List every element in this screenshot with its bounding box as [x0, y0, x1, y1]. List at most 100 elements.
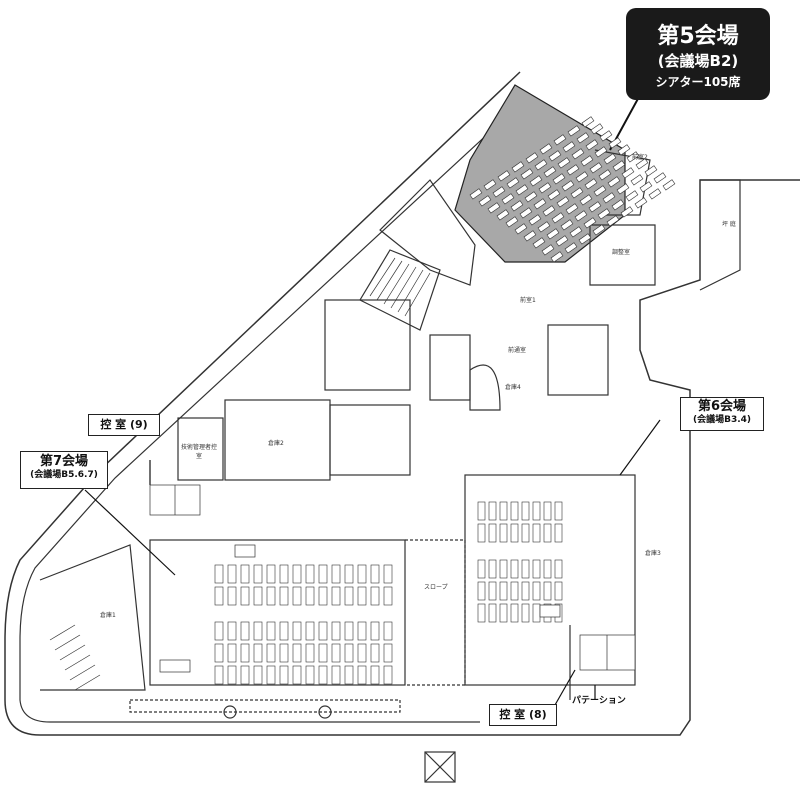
seat: [383, 665, 393, 685]
seat: [635, 158, 649, 170]
seat: [331, 643, 341, 663]
seat: [279, 564, 289, 584]
seat: [266, 564, 276, 584]
seat: [571, 148, 585, 160]
seat: [227, 564, 237, 584]
seat: [227, 643, 237, 663]
seat: [546, 228, 560, 240]
seat: [597, 208, 611, 220]
partition-label: パテーション: [572, 696, 626, 706]
seat: [524, 191, 538, 203]
seat: [292, 643, 302, 663]
seat: [520, 168, 534, 180]
seat: [543, 581, 552, 601]
slope-label: スロープ: [424, 584, 448, 591]
seat: [529, 175, 543, 187]
courtyard-label: 坪 庭: [722, 221, 736, 228]
seat: [240, 586, 250, 606]
seat: [279, 643, 289, 663]
seat: [590, 123, 604, 135]
seat: [488, 501, 497, 521]
seat: [266, 643, 276, 663]
seat: [253, 665, 263, 685]
seat: [532, 237, 546, 249]
seat: [621, 167, 635, 179]
seat: [510, 200, 524, 212]
seat: [532, 581, 541, 601]
seat: [583, 217, 597, 229]
seat: [477, 603, 486, 623]
seat: [214, 665, 224, 685]
seat: [543, 559, 552, 579]
seat: [525, 152, 539, 164]
seat: [620, 206, 634, 218]
seat: [541, 244, 555, 256]
seat: [279, 665, 289, 685]
seat: [569, 226, 583, 238]
seat: [344, 665, 354, 685]
seat: [551, 212, 565, 224]
seat: [292, 586, 302, 606]
seat: [370, 621, 380, 641]
seat: [318, 621, 328, 641]
seat: [626, 151, 640, 163]
seat: [214, 621, 224, 641]
seat: [492, 186, 506, 198]
seat: [331, 564, 341, 584]
seat: [589, 162, 603, 174]
seat: [305, 564, 315, 584]
seat: [305, 665, 315, 685]
seat: [543, 166, 557, 178]
seat: [370, 564, 380, 584]
seat: [496, 209, 510, 221]
seat: [539, 143, 553, 155]
seat: [616, 183, 630, 195]
seat: [318, 564, 328, 584]
seat: [331, 621, 341, 641]
seat: [576, 132, 590, 144]
seat: [580, 155, 594, 167]
seat: [648, 188, 662, 200]
seat: [499, 581, 508, 601]
seat: [592, 224, 606, 236]
seat: [579, 194, 593, 206]
seat: [214, 643, 224, 663]
tech-room-label: 技術管理者控室: [180, 444, 217, 460]
prep1-label: 前室1: [520, 297, 536, 304]
venue7-room: [149, 539, 406, 686]
seat: [644, 165, 658, 177]
seat: [598, 169, 612, 181]
seat: [574, 210, 588, 222]
seat: [370, 586, 380, 606]
seat: [565, 203, 579, 215]
seat: [537, 221, 551, 233]
seat: [617, 144, 631, 156]
seat: [253, 586, 263, 606]
seat: [521, 603, 530, 623]
seat: [552, 173, 566, 185]
outer-wall: [4, 71, 800, 736]
seat: [214, 564, 224, 584]
seat: [560, 219, 574, 231]
control9-callout: 控 室 (9): [88, 414, 160, 436]
seat: [292, 665, 302, 685]
seat: [543, 523, 552, 543]
seat: [292, 621, 302, 641]
venue5-room-name: (会議場B2): [657, 52, 739, 70]
seat: [662, 179, 676, 191]
seat: [240, 643, 250, 663]
seat: [543, 501, 552, 521]
seat: [557, 157, 571, 169]
seat: [499, 603, 508, 623]
seat: [266, 586, 276, 606]
seat: [519, 207, 533, 219]
venue5-room: [454, 84, 626, 263]
seat: [606, 215, 620, 227]
seat: [510, 603, 519, 623]
seat: [279, 621, 289, 641]
venue6-room: [464, 474, 636, 686]
seat: [497, 170, 511, 182]
storage2-label: 倉庫2: [268, 440, 284, 447]
seat: [548, 150, 562, 162]
